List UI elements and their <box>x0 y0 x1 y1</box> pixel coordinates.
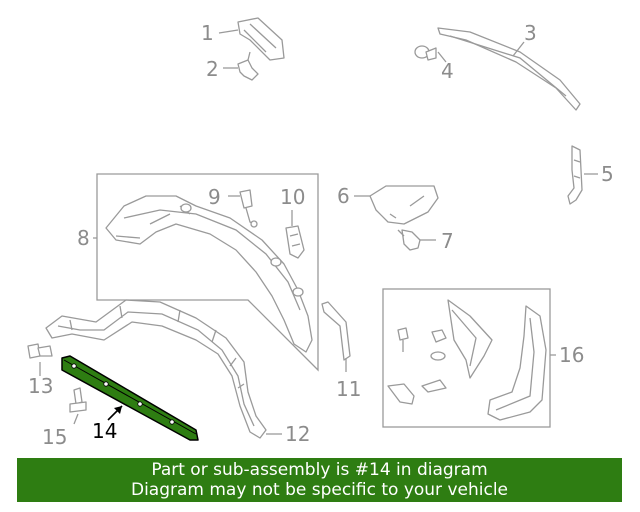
callout-3: 3 <box>524 21 537 45</box>
part-11-side-strip[interactable] <box>321 301 351 372</box>
callout-16: 16 <box>559 343 584 367</box>
callout-12: 12 <box>285 422 310 446</box>
parts-diagram: 1 2 3 4 5 6 7 8 <box>27 17 614 449</box>
part-6-cover-plate[interactable] <box>354 185 439 225</box>
banner-line-1: Part or sub-assembly is #14 in diagram <box>151 460 488 480</box>
banner-line-2: Diagram may not be specific to your vehi… <box>130 480 508 500</box>
part-16-mud-flap-kit[interactable] <box>387 299 547 421</box>
part-9-sensor[interactable] <box>228 189 258 228</box>
info-banner: Part or sub-assembly is #14 in diagram D… <box>17 458 622 502</box>
callout-4: 4 <box>441 59 454 83</box>
callout-6: 6 <box>337 184 350 208</box>
callout-8: 8 <box>77 226 90 250</box>
part-12-bumper-cover[interactable] <box>45 299 282 439</box>
callout-2: 2 <box>206 57 219 81</box>
callout-11: 11 <box>336 377 361 401</box>
part-5-side-bracket[interactable] <box>567 145 598 205</box>
callout-10: 10 <box>280 185 305 209</box>
part-15-screw[interactable] <box>69 387 87 425</box>
part-10-bracket[interactable] <box>285 210 305 259</box>
callout-7: 7 <box>441 229 454 253</box>
callout-15: 15 <box>42 425 67 449</box>
callout-9: 9 <box>208 185 221 209</box>
part-13-bolt[interactable] <box>27 343 53 376</box>
callout-1: 1 <box>201 21 214 45</box>
callout-5: 5 <box>601 162 614 186</box>
callout-13: 13 <box>28 374 53 398</box>
part-2-screw[interactable] <box>223 51 259 81</box>
part-4-push-pin[interactable] <box>414 45 447 63</box>
part-1-bracket[interactable] <box>218 17 285 61</box>
part-3-trim-strip[interactable] <box>437 27 581 111</box>
callout-14: 14 <box>92 419 117 443</box>
part-14-reinforcement-bar[interactable] <box>61 355 199 441</box>
part-8-absorber[interactable] <box>105 195 313 353</box>
part-7-bolt[interactable] <box>397 229 436 251</box>
